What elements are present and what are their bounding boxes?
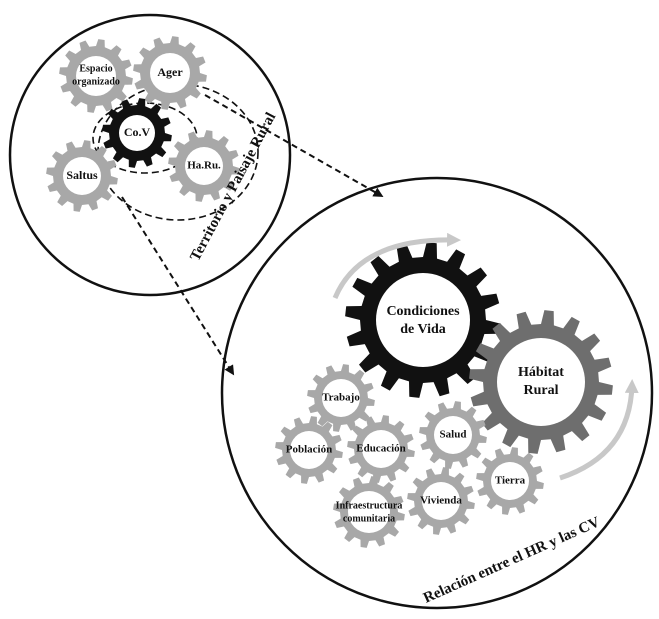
gear-haru-hub xyxy=(185,147,223,185)
gear-label-habitat-1: Hábitat xyxy=(518,365,564,380)
gear-haru xyxy=(168,130,240,202)
gear-label-poblacion: Población xyxy=(286,444,332,456)
gear-salud-hub xyxy=(434,416,472,454)
gear-poblacion xyxy=(275,416,343,484)
gear-label-espacio-1: Espacio xyxy=(79,63,112,74)
gear-infraestructura xyxy=(333,476,405,548)
gear-label-infra-2: comunitaria xyxy=(343,513,395,524)
gear-espacio-hub xyxy=(76,56,116,96)
gear-educacion-hub xyxy=(362,430,400,468)
large-circle-boundary xyxy=(220,176,654,610)
gear-condiciones xyxy=(345,242,501,398)
gear-label-condiciones-1: Condiciones xyxy=(386,304,460,319)
gear-saltus-hub xyxy=(63,157,101,195)
gear-label-haru: Ha.Ru. xyxy=(187,160,221,172)
gear-label-salud: Salud xyxy=(440,429,467,441)
gear-ager-hub xyxy=(150,53,190,93)
gear-tierra xyxy=(476,447,544,515)
gear-label-vivienda: Vivienda xyxy=(420,495,462,507)
dashed-arrow-to-large-circle xyxy=(204,94,384,197)
gear-habitat xyxy=(469,310,613,454)
gear-label-espacio-2: organizado xyxy=(72,76,120,87)
gear-label-condiciones-2: de Vida xyxy=(400,322,446,337)
rotation-arrow-right xyxy=(559,379,639,481)
gear-tierra-hub xyxy=(491,462,529,500)
gear-label-infra-1: Infraestructura xyxy=(336,500,403,511)
rotation-arrow-top xyxy=(332,232,461,299)
gear-label-tierra: Tierra xyxy=(495,475,526,487)
gear-trabajo xyxy=(307,364,375,432)
gear-espacio xyxy=(59,39,133,113)
gear-infraestructura-hub xyxy=(348,491,390,533)
gear-cov-hub xyxy=(119,115,155,151)
gear-ager xyxy=(133,36,207,110)
gear-cov xyxy=(102,98,172,168)
gear-vivienda xyxy=(407,467,475,535)
gear-poblacion-hub xyxy=(290,431,328,469)
gear-label-habitat-2: Rural xyxy=(524,383,559,398)
gear-label-ager: Ager xyxy=(157,65,183,79)
gear-label-cov: Co.V xyxy=(124,125,151,139)
gear-trabajo-hub xyxy=(322,379,360,417)
gear-salud xyxy=(419,401,487,469)
gear-vivienda-hub xyxy=(422,482,460,520)
gear-label-educacion: Educación xyxy=(356,443,406,455)
gear-saltus xyxy=(46,140,118,212)
gear-label-saltus: Saltus xyxy=(66,168,98,182)
dashed-arrow-to-lower-entry xyxy=(121,196,235,376)
small-circle-boundary xyxy=(8,13,292,297)
gear-condiciones-hub xyxy=(376,273,470,367)
gears-layer xyxy=(46,36,613,548)
gear-label-trabajo: Trabajo xyxy=(322,392,360,404)
gear-habitat-hub xyxy=(497,338,585,426)
gear-educacion xyxy=(347,415,415,483)
